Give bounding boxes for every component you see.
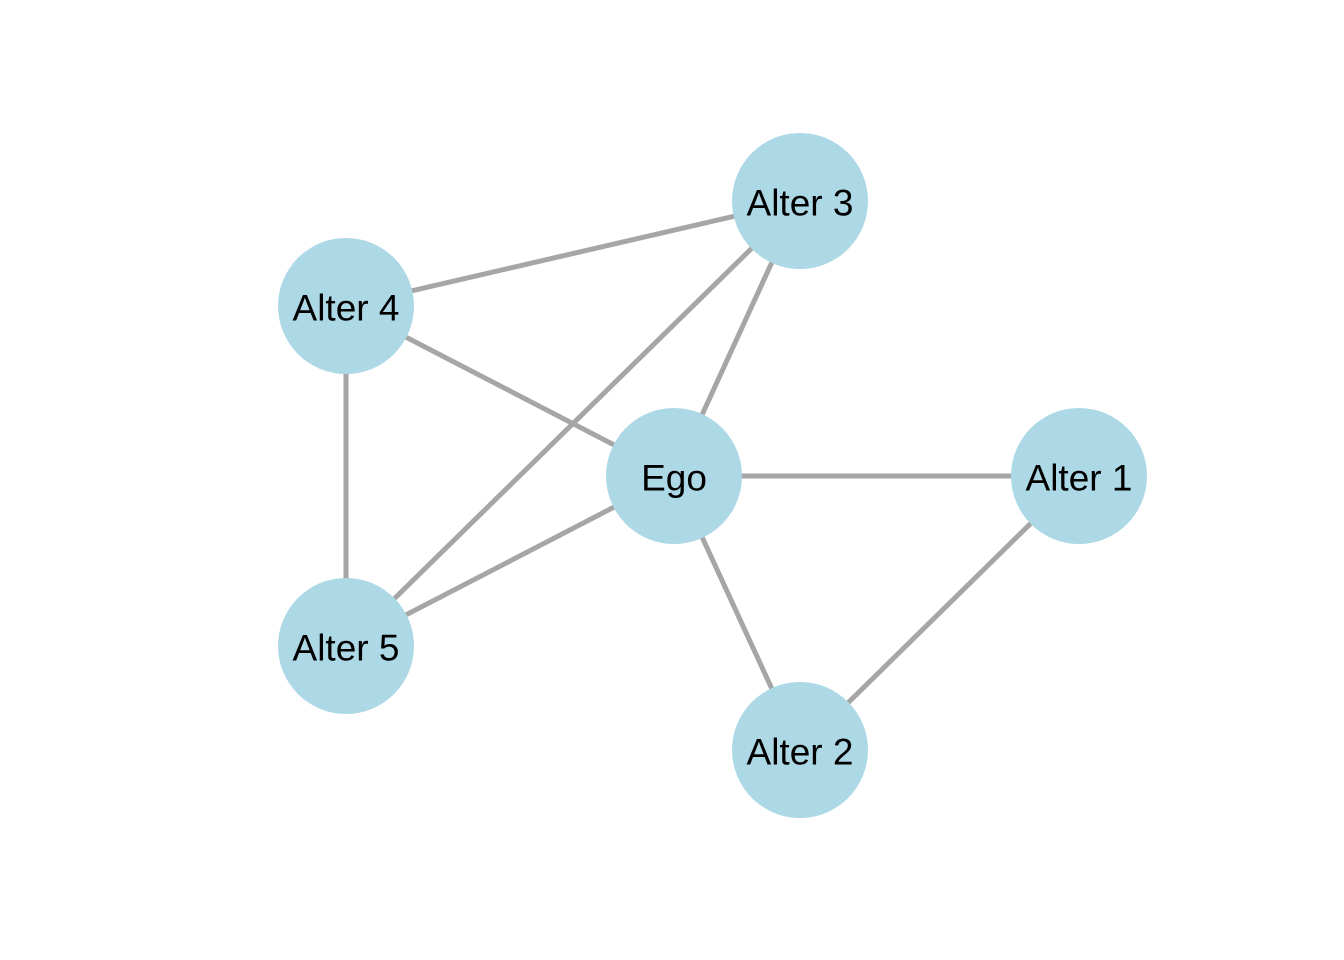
node-circle-alter5	[278, 578, 414, 714]
edge-alter3-alter4	[345, 198, 801, 309]
node-alter3[interactable]: Alter 3	[732, 133, 868, 269]
node-circle-alter1	[1011, 408, 1147, 544]
edge-alter3-alter5	[344, 199, 802, 648]
node-circle-alter3	[732, 133, 868, 269]
node-label-alter3: Alter 3	[747, 183, 854, 224]
node-label-alter4: Alter 4	[293, 288, 400, 329]
node-label-alter2: Alter 2	[747, 732, 854, 773]
node-label-alter1: Alter 1	[1026, 458, 1133, 499]
node-label-alter5: Alter 5	[293, 628, 400, 669]
node-alter4[interactable]: Alter 4	[278, 238, 414, 374]
nodes-layer: Ego Alter 1 Alter 2 Alter 3 Alter 4 Alter 5	[278, 133, 1147, 818]
node-circle-ego	[606, 408, 742, 544]
node-circle-alter4	[278, 238, 414, 374]
node-label-ego: Ego	[641, 458, 707, 499]
node-alter2[interactable]: Alter 2	[732, 682, 868, 818]
node-ego[interactable]: Ego	[606, 408, 742, 544]
node-alter5[interactable]: Alter 5	[278, 578, 414, 714]
node-alter1[interactable]: Alter 1	[1011, 408, 1147, 544]
node-circle-alter2	[732, 682, 868, 818]
